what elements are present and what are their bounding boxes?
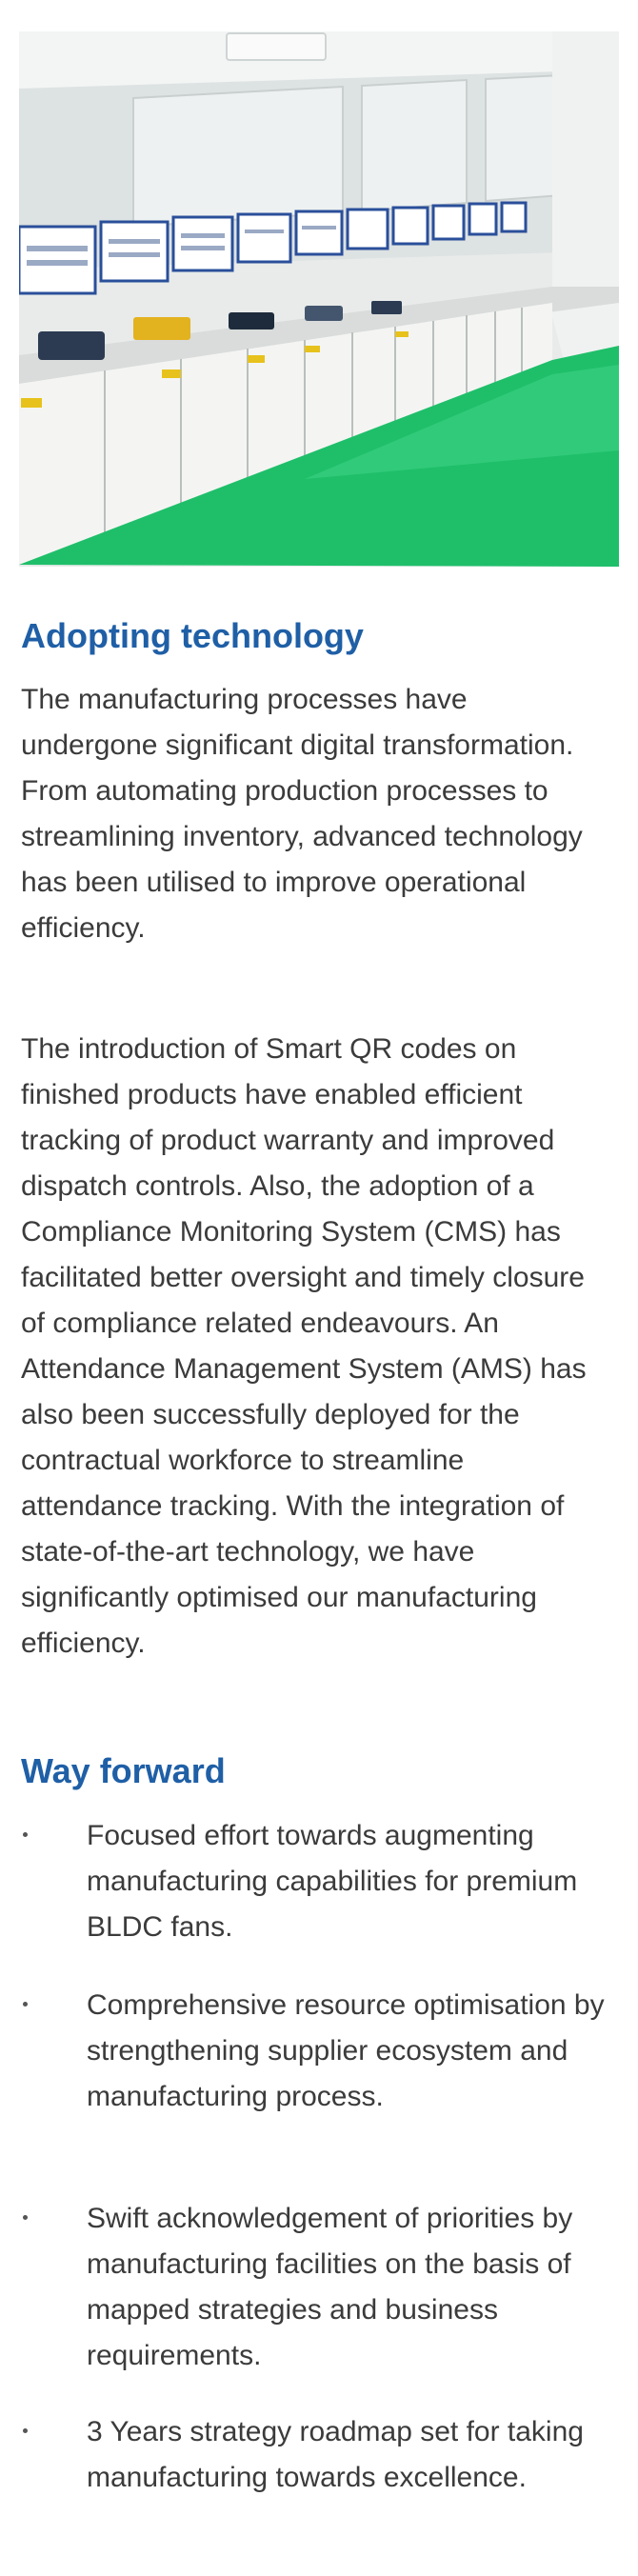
bullet-text: 3 Years strategy roadmap set for taking … xyxy=(87,2416,584,2493)
adopting-technology-paragraph-2: The introduction of Smart QR codes on fi… xyxy=(21,1033,587,1659)
bullet-text: Swift acknowledgement of priorities by m… xyxy=(87,2203,573,2371)
adopting-technology-heading: Adopting technology xyxy=(21,616,364,655)
bullet-text: Comprehensive resource optimisation by s… xyxy=(87,1989,605,2112)
way-forward-heading: Way forward xyxy=(21,1751,226,1790)
bullet-text: Focused effort towards augmenting manufa… xyxy=(87,1820,578,1943)
bullet-icon xyxy=(23,2428,28,2433)
bullet-icon xyxy=(23,1832,28,1837)
laboratory-photo xyxy=(19,31,619,567)
adopting-technology-paragraph-1: The manufacturing processes have undergo… xyxy=(21,684,583,944)
bullet-icon xyxy=(23,2215,28,2220)
bullet-icon xyxy=(23,2002,28,2007)
